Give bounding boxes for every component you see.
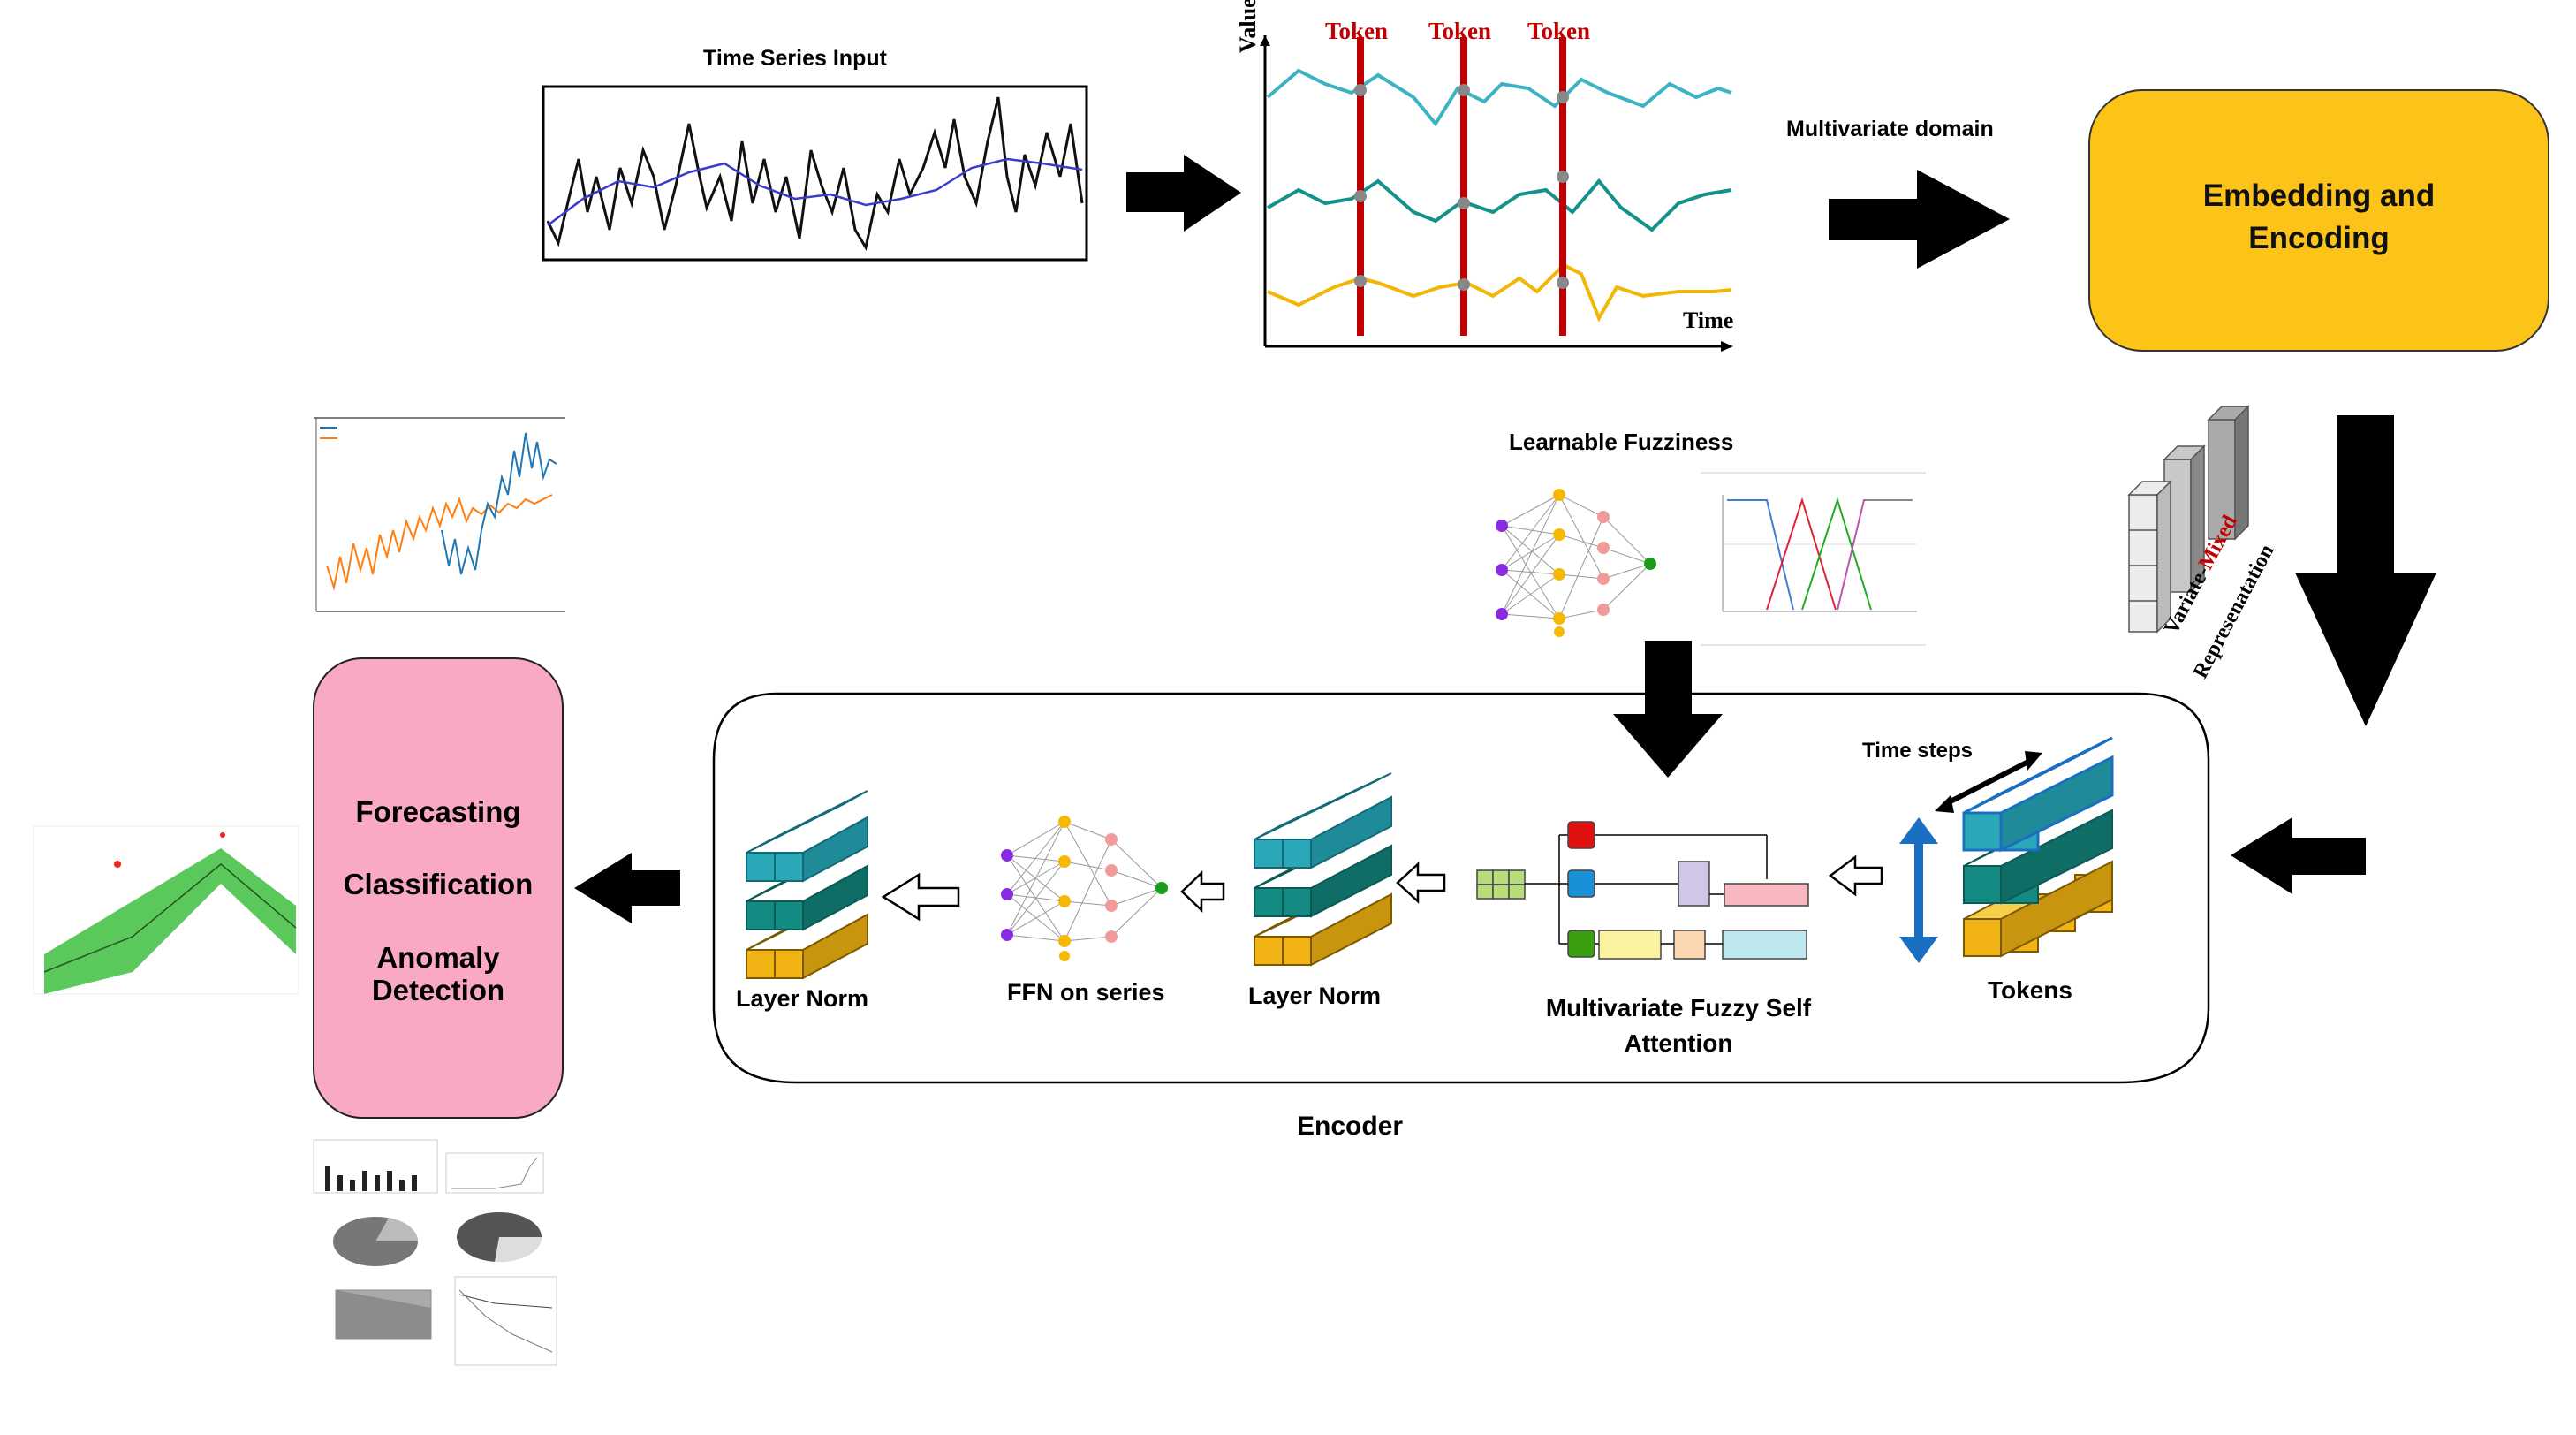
tokens-label: Tokens <box>1988 976 2072 1004</box>
task-thumbnails <box>313 1139 557 1366</box>
embedding-label-line1: Embedding and <box>2202 178 2436 213</box>
attention-block <box>1476 821 1809 960</box>
task-anomaly-line2: Detection <box>371 974 505 1006</box>
trend-series-line <box>547 157 1083 226</box>
arrow-down-right <box>2295 415 2436 726</box>
layer-norm-label-1: Layer Norm <box>736 985 869 1012</box>
variate-mixed-cubes <box>2127 405 2250 634</box>
arrow-fuzziness-down <box>1613 641 1723 778</box>
arrow-into-encoder <box>2231 817 2366 894</box>
multivariate-domain-label: Multivariate domain <box>1786 117 1994 141</box>
mfsa-label-line1: Multivariate Fuzzy Self <box>1545 994 1812 1021</box>
ffn-label: FFN on series <box>1007 979 1165 1006</box>
hollow-arrow-3 <box>1180 870 1225 913</box>
learnable-fuzziness-label: Learnable Fuzziness <box>1509 429 1734 455</box>
fuzziness-network <box>1496 489 1656 637</box>
hollow-arrow-4 <box>881 872 960 922</box>
task-classification: Classification <box>343 868 534 900</box>
embedding-encoding-box <box>2088 89 2549 352</box>
series-cyan <box>1266 68 1732 127</box>
task-forecasting: Forecasting <box>355 795 521 828</box>
time-series-input-plot <box>542 85 1088 262</box>
layer-norm-block-1 <box>746 790 868 980</box>
token-label-3: Token <box>1527 18 1591 44</box>
task-anomaly-line1: Anomaly <box>376 941 500 974</box>
task-box <box>313 657 564 1119</box>
token-stack <box>1899 736 2114 963</box>
anomaly-thumbnail <box>33 825 299 995</box>
time-steps-label: Time steps <box>1862 739 1973 763</box>
embedding-label-line2: Encoding <box>2248 221 2390 255</box>
time-axis-label: Time <box>1683 308 1734 333</box>
ffn-network <box>1001 816 1168 961</box>
token-label-2: Token <box>1428 18 1492 44</box>
value-axis-label: Value <box>1235 0 1261 53</box>
time-series-input-title: Time Series Input <box>703 46 887 71</box>
arrow-to-embedding <box>1829 170 2010 269</box>
layer-norm-label-2: Layer Norm <box>1248 983 1382 1009</box>
encoder-container <box>712 692 2210 1084</box>
arrow-to-tokens <box>1126 155 1241 232</box>
forecast-thumbnail <box>314 417 565 612</box>
layer-norm-block-2 <box>1254 772 1392 967</box>
hollow-arrow-1 <box>1828 854 1883 897</box>
membership-function-plot <box>1701 472 1926 646</box>
mfsa-label-line2: Attention <box>1624 1029 1733 1057</box>
raw-series-line <box>546 96 1084 252</box>
encoder-label: Encoder <box>1297 1112 1404 1141</box>
arrow-to-tasks <box>574 853 680 923</box>
hollow-arrow-2 <box>1396 862 1446 904</box>
tokenized-multivariate-plot <box>1260 35 1733 352</box>
series-teal <box>1267 178 1732 232</box>
token-label-1: Token <box>1325 18 1389 44</box>
series-yellow <box>1267 262 1732 323</box>
